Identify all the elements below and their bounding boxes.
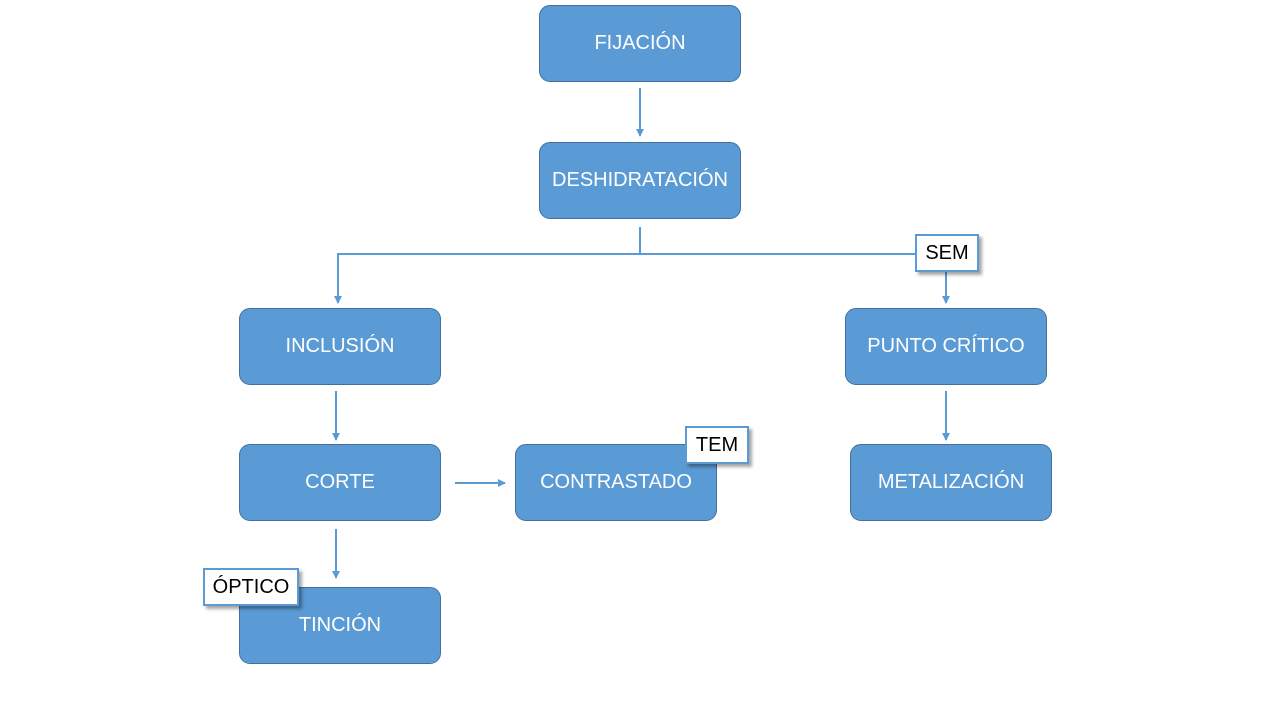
node-contrastado: CONTRASTADO: [515, 444, 717, 521]
node-metalizacion: METALIZACIÓN: [850, 444, 1052, 521]
node-deshidratacion: DESHIDRATACIÓN: [539, 142, 741, 219]
tag-sem: SEM: [915, 234, 979, 272]
edge-deshidratacion-punto-critico: [640, 253, 950, 304]
tag-tem: TEM: [685, 426, 749, 464]
node-punto-critico: PUNTO CRÍTICO: [845, 308, 1047, 385]
tag-optico: ÓPTICO: [203, 568, 299, 606]
edge-deshidratacion-inclusion: [334, 227, 641, 304]
node-fijacion: FIJACIÓN: [539, 5, 741, 82]
node-corte: CORTE: [239, 444, 441, 521]
node-inclusion: INCLUSIÓN: [239, 308, 441, 385]
